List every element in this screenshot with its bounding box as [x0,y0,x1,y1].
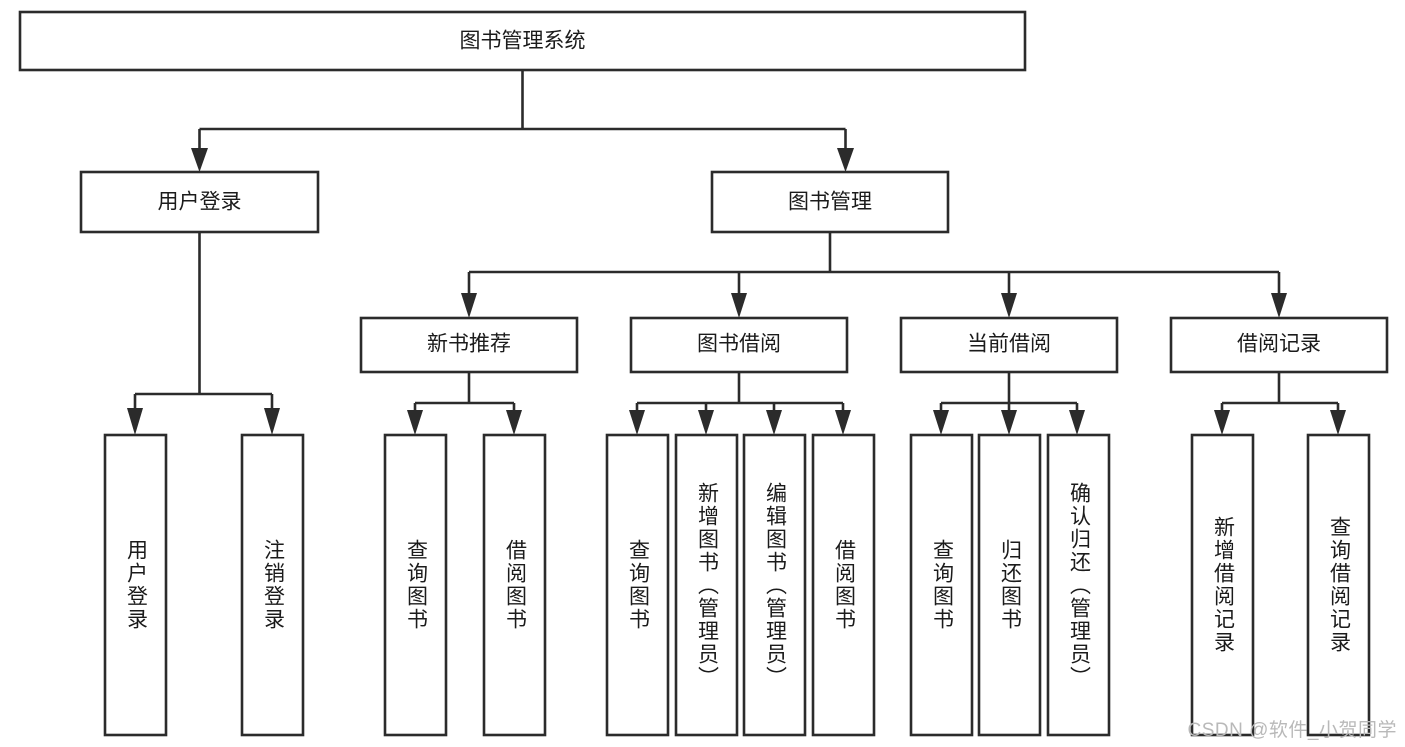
arrowhead-user-login [191,148,208,172]
connector-group-book-mgmt [461,232,1287,318]
arrowhead-leaf-return-book [1001,410,1017,435]
node-root-box[interactable] [18,10,1027,72]
leaf-box-query-record[interactable] [1306,433,1371,737]
leaf-box-edit-book[interactable] [742,433,807,737]
arrowhead-leaf-borrow-book-1 [506,410,522,435]
leaf-boxes-user-login [103,433,305,737]
leaf-box-logout[interactable] [240,433,305,737]
arrowhead-leaf-query-book-1 [407,410,423,435]
leaf-box-return-book[interactable] [977,433,1042,737]
leaf-box-query-book-2[interactable] [605,433,670,737]
leaf-box-query-book-1[interactable] [383,433,448,737]
arrowhead-new-book-recommend [461,293,477,318]
node-borrow-record-box[interactable] [1169,316,1389,374]
node-root-label: 图书管理系统 [460,30,586,53]
arrowhead-borrow-record [1271,293,1287,318]
node-user-login[interactable]: 用户登录 [79,170,320,234]
node-user-login-label: 用户登录 [158,191,242,214]
leaf-boxes-current-borrow [909,433,1111,737]
leaf-boxes-book-borrow [605,433,876,737]
leaf-box-add-book[interactable] [674,433,739,737]
connector-group-current-borrow [933,372,1085,435]
node-new-book-recommend-label: 新书推荐 [427,333,511,356]
leaf-box-confirm-return[interactable] [1046,433,1111,737]
node-new-book-recommend-box[interactable] [359,316,579,374]
leaf-box-borrow-book-2[interactable] [811,433,876,737]
leaf-box-add-record[interactable] [1190,433,1255,737]
arrowhead-leaf-query-book-2 [629,410,645,435]
node-user-login-box[interactable] [79,170,320,234]
node-book-borrow-box[interactable] [629,316,849,374]
arrowhead-leaf-logout [264,408,280,435]
leaf-boxes-new-book-recommend [383,433,547,737]
connector-group-book-borrow [629,372,851,435]
watermark-text: CSDN @软件_小贺同学 [1187,720,1397,741]
node-new-book-recommend[interactable]: 新书推荐 [359,316,579,374]
node-current-borrow-box[interactable] [899,316,1119,374]
arrowhead-leaf-add-book [698,410,714,435]
arrowhead-leaf-query-book-3 [933,410,949,435]
node-borrow-record[interactable]: 借阅记录 [1169,316,1389,374]
connector-group-root [191,70,854,172]
arrowhead-book-mgmt [837,148,854,172]
node-book-management-label: 图书管理 [788,191,872,214]
node-book-management[interactable]: 图书管理 [710,170,950,234]
arrowhead-current-borrow [1001,293,1017,318]
node-book-borrow[interactable]: 图书借阅 [629,316,849,374]
connector-group-borrow-record [1214,372,1346,435]
arrowhead-leaf-user-login [127,408,143,435]
node-book-management-box[interactable] [710,170,950,234]
arrowhead-leaf-add-record [1214,410,1230,435]
connector-group-user-login [127,232,280,435]
leaf-box-query-book-3[interactable] [909,433,974,737]
arrowhead-leaf-confirm-return [1069,410,1085,435]
node-current-borrow-label: 当前借阅 [967,333,1051,356]
leaf-box-user-login[interactable] [103,433,168,737]
node-borrow-record-label: 借阅记录 [1237,333,1321,356]
node-book-borrow-label: 图书借阅 [697,333,781,356]
arrowhead-leaf-borrow-book-2 [835,410,851,435]
arrowhead-book-borrow [731,293,747,318]
connector-group-new-book-recommend [407,372,522,435]
node-root[interactable]: 图书管理系统 [18,10,1027,72]
arrowhead-leaf-edit-book [766,410,782,435]
leaf-boxes-borrow-record [1190,433,1371,737]
leaf-box-borrow-book-1[interactable] [482,433,547,737]
node-current-borrow[interactable]: 当前借阅 [899,316,1119,374]
arrowhead-leaf-query-record [1330,410,1346,435]
